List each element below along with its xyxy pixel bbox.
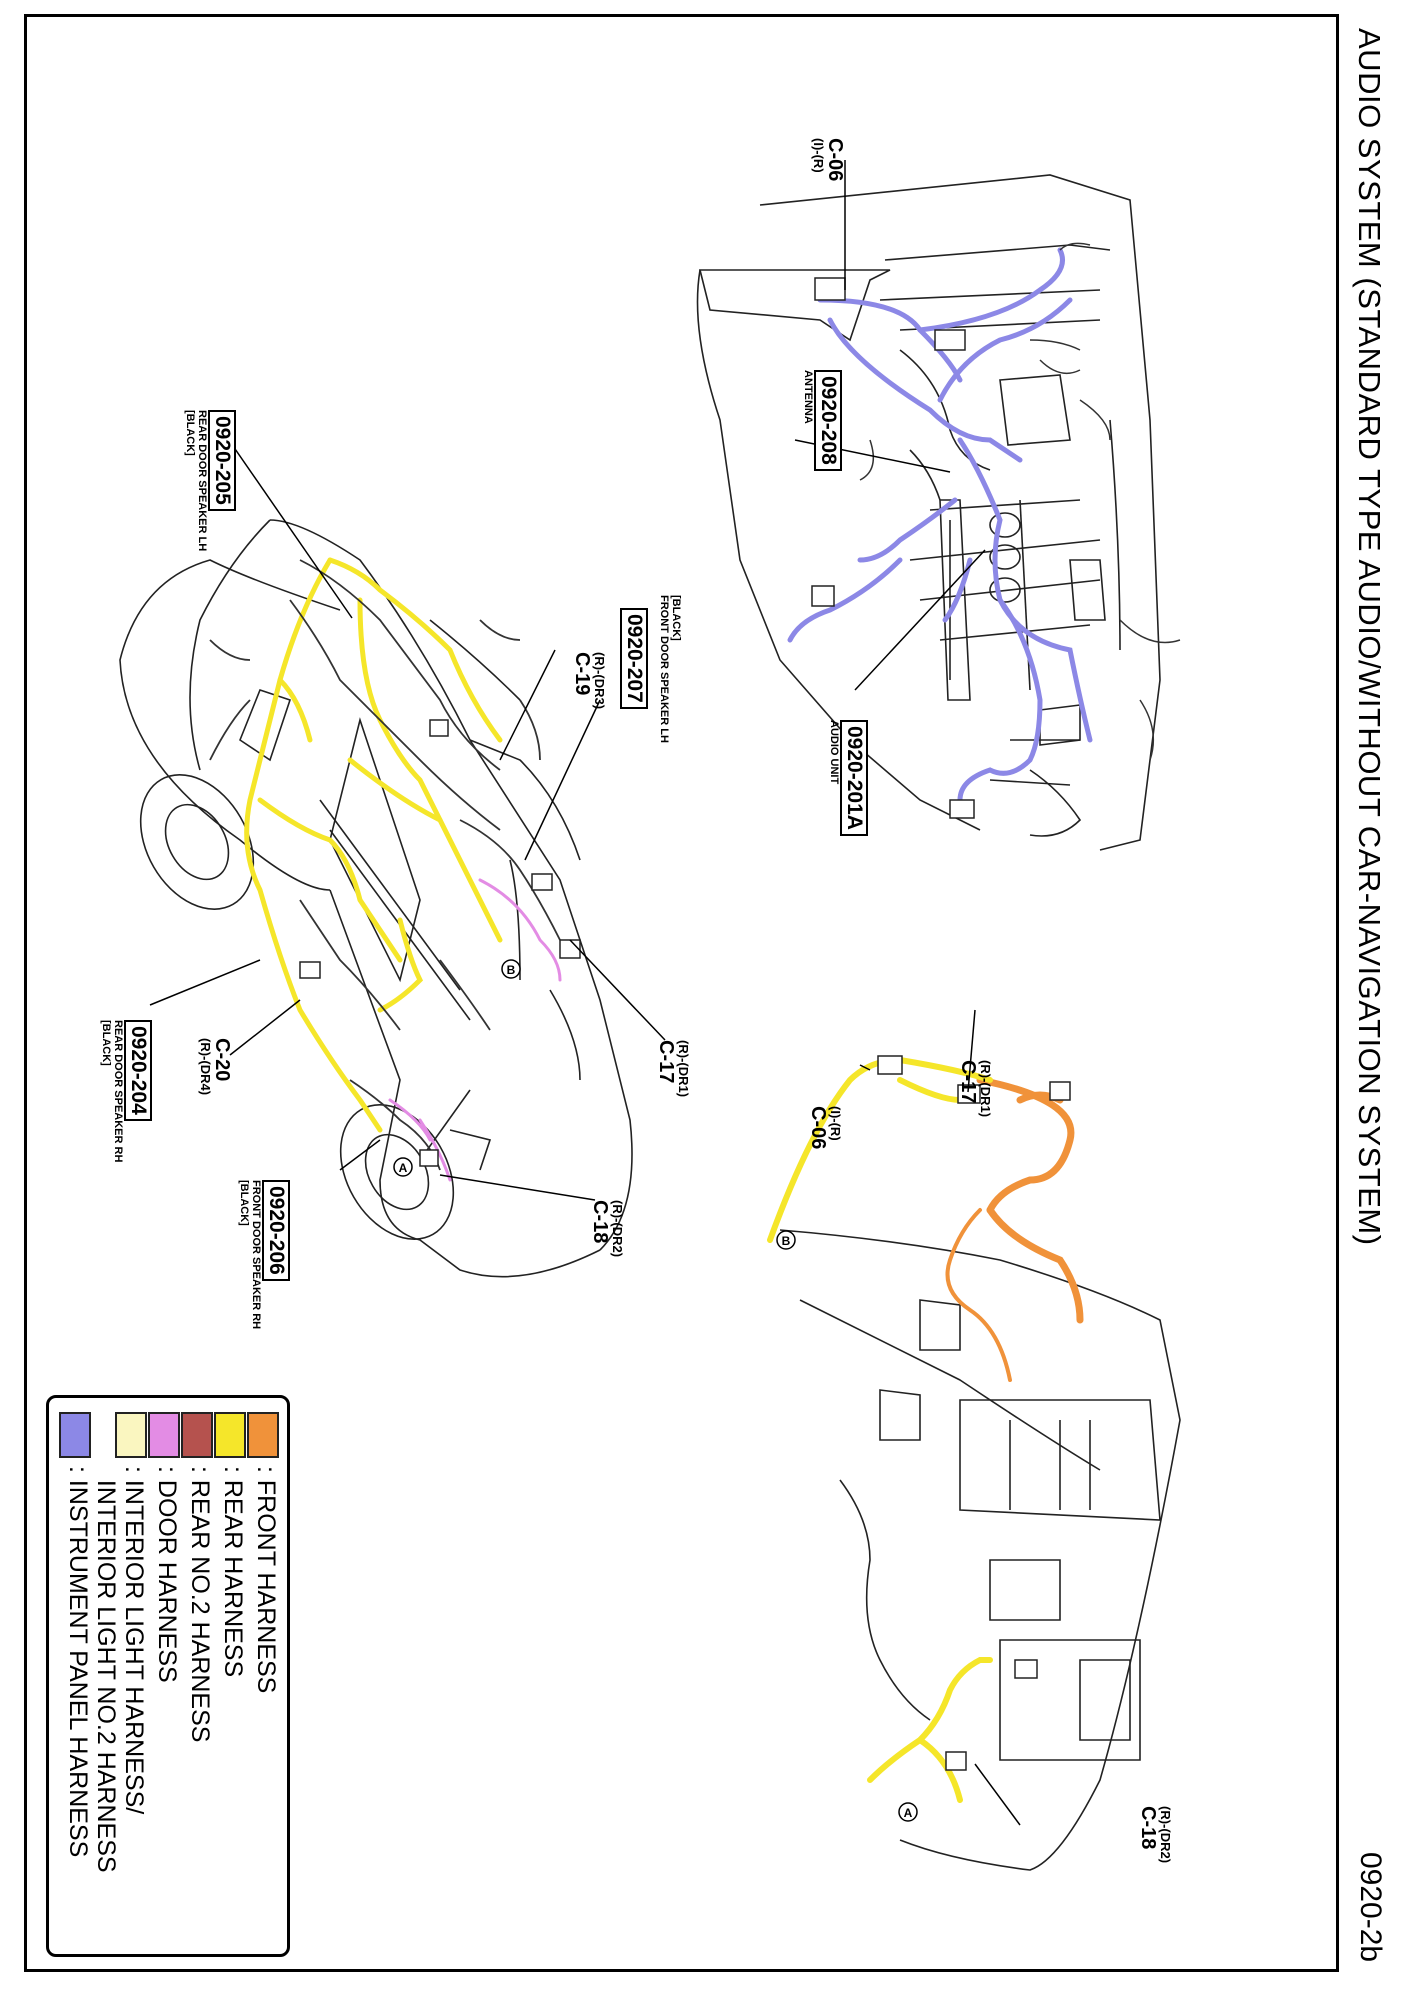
front-harness-branch [945,1208,1012,1382]
component-desc: REAR DOOR SPEAKER RH [112,1020,124,1163]
legend-label-door: : DOOR HARNESS [153,1466,181,1683]
connector-id: C-17 [655,1040,677,1084]
marker-a-body: A [399,1161,408,1175]
component-rear-door-speaker-rh: 0920-204 REAR DOOR SPEAKER RH [BLACK] [100,1020,152,1162]
connector-c06-right: (I)-(R) C-06 [807,1106,843,1150]
component-code: 0920-204 [124,1020,152,1121]
harness-legend: : FRONT HARNESS : REAR HARNESS : REAR NO… [46,1395,290,1957]
instrument-panel-pigtails [859,242,1181,761]
connector-id: C-19 [571,652,593,696]
component-rear-door-speaker-lh: 0920-205 REAR DOOR SPEAKER LH [BLACK] [184,410,236,551]
legend-swatch-rear [214,1412,246,1458]
connector-pin: (R)-(DR3) [592,652,607,710]
marker-b-front: B [782,1234,791,1248]
connector-id: C-18 [589,1200,611,1244]
legend-label-front: : FRONT HARNESS [252,1466,280,1694]
component-color: [BLACK] [100,1020,112,1066]
legend-label-instrument-panel: : INSTRUMENT PANEL HARNESS [64,1466,92,1858]
legend-swatch-door [148,1412,180,1458]
marker-a-front: A [904,1806,913,1820]
page-frame [24,14,1339,1972]
legend-label-interior-light-no2: INTERIOR LIGHT NO.2 HARNESS [92,1466,120,1873]
body-wires-black [209,559,561,1171]
rear-harness-front [767,1056,993,1803]
component-audio-unit: 0920-201A AUDIO UNIT [828,720,868,836]
component-color: [BLACK] [238,1180,250,1226]
connector-id: C-17 [957,1060,979,1104]
door-harness-body [388,878,562,1182]
component-desc: FRONT DOOR SPEAKER LH [658,595,670,743]
legend-label-rear-no2: : REAR NO.2 HARNESS [186,1466,214,1743]
connector-c17-body: (R)-(DR1) C-17 [655,1040,691,1098]
markers: B A B A [393,959,918,1822]
connector-c19: (R)-(DR3) C-19 [571,652,607,710]
component-code: 0920-207 [620,608,648,709]
connector-c18-body: (R)-(DR2) C-18 [589,1200,625,1258]
component-color: [BLACK] [184,410,196,456]
connector-id: C-06 [807,1106,829,1150]
connector-id: C-06 [824,138,846,182]
connector-pin: (R)-(DR4) [198,1038,213,1096]
component-front-door-speaker-lh-code: 0920-207 [620,608,648,709]
connector-pin: (R)-(DR2) [610,1200,625,1258]
component-code: 0920-201A [840,720,868,836]
component-desc: AUDIO UNIT [828,720,840,785]
component-code: 0920-208 [814,370,842,471]
component-code: 0920-205 [208,410,236,511]
component-code: 0920-206 [262,1180,290,1281]
instrument-panel-drawing [696,174,1161,851]
car-body-drawing [119,519,633,1278]
component-desc: FRONT DOOR SPEAKER RH [250,1180,262,1330]
front-harness-drawing [779,1229,1181,1871]
panel-connector-shapes [811,277,975,819]
legend-label-rear: : REAR HARNESS [219,1466,247,1678]
connector-pin: (R)-(DR1) [978,1060,993,1118]
connector-c20: C-20 (R)-(DR4) [198,1038,233,1096]
front-connector-shapes [877,1055,1071,1771]
rear-harness-body [244,557,503,1133]
component-desc: ANTENNA [802,370,814,424]
connector-id: C-18 [1137,1806,1159,1850]
component-color: [BLACK] [670,595,682,641]
connector-c17-right: (R)-(DR1) C-17 [957,1060,993,1118]
connector-pin: (R)-(DR2) [1158,1806,1173,1864]
component-antenna: 0920-208 ANTENNA [802,370,842,471]
connector-c06-top: C-06 (I)-(R) [811,138,846,182]
legend-label-interior-light: : INTERIOR LIGHT HARNESS/ [120,1466,148,1815]
legend-swatch-interior-light [115,1412,147,1458]
connector-pin: (I)-(R) [828,1106,843,1141]
front-harness [976,1076,1084,1324]
component-front-door-speaker-lh: [BLACK] FRONT DOOR SPEAKER LH [658,595,682,743]
body-connector-shapes [299,719,581,1167]
legend-swatch-rear-no2 [181,1412,213,1458]
legend-swatch-front [247,1412,279,1458]
connector-pin: (R)-(DR1) [676,1040,691,1098]
component-front-door-speaker-rh: 0920-206 FRONT DOOR SPEAKER RH [BLACK] [238,1180,290,1329]
legend-swatch-instrument-panel [59,1412,91,1458]
body-leader-lines [149,419,666,1201]
marker-b-body: B [507,963,516,977]
connector-pin: (I)-(R) [811,138,826,173]
component-desc: REAR DOOR SPEAKER LH [196,410,208,552]
connector-id: C-20 [211,1038,233,1082]
connector-c18-right: (R)-(DR2) C-18 [1137,1806,1173,1864]
